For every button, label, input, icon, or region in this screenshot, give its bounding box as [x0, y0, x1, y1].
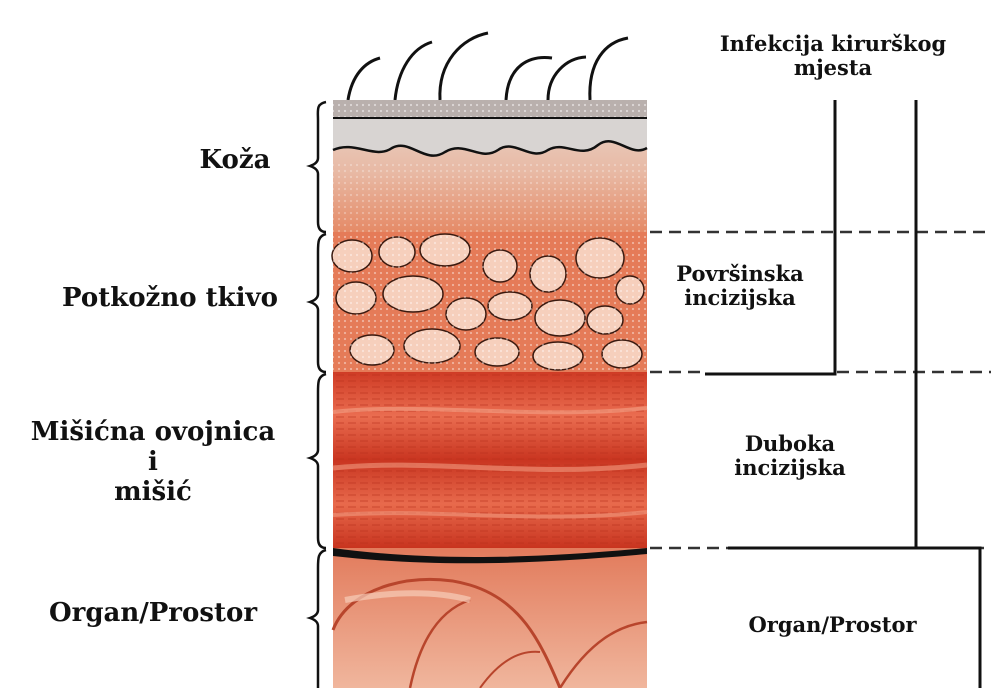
classification-lines [705, 100, 980, 688]
category-deep: Duboka incizijska [700, 432, 880, 480]
muscle-line2: i [8, 448, 298, 478]
left-bracket [310, 102, 326, 688]
title-label: Infekcija kirurškog mjesta [680, 32, 986, 80]
hair-strands [348, 33, 628, 100]
title-line2: mjesta [680, 56, 986, 80]
layer-label-organ: Organ/Prostor [18, 599, 288, 629]
category-organ-space: Organ/Prostor [700, 613, 965, 637]
muscle-line1: Mišićna ovojnica [8, 418, 298, 448]
layer-label-subcutaneous: Potkožno tkivo [30, 284, 310, 314]
layer-label-skin: Koža [150, 146, 320, 176]
subcutaneous-fat-layer [332, 232, 647, 372]
superficial-line2: incizijska [650, 286, 830, 310]
deep-line2: incizijska [700, 456, 880, 480]
deep-line1: Duboka [700, 432, 880, 456]
muscle-line3: mišić [8, 478, 298, 508]
layer-label-muscle: Mišićna ovojnica i mišić [8, 418, 298, 508]
organ-layer [333, 548, 647, 688]
title-line1: Infekcija kirurškog [680, 32, 986, 56]
superficial-line1: Površinska [650, 262, 830, 286]
skin-layer [333, 100, 647, 232]
muscle-layer [333, 372, 647, 548]
category-superficial: Površinska incizijska [650, 262, 830, 310]
